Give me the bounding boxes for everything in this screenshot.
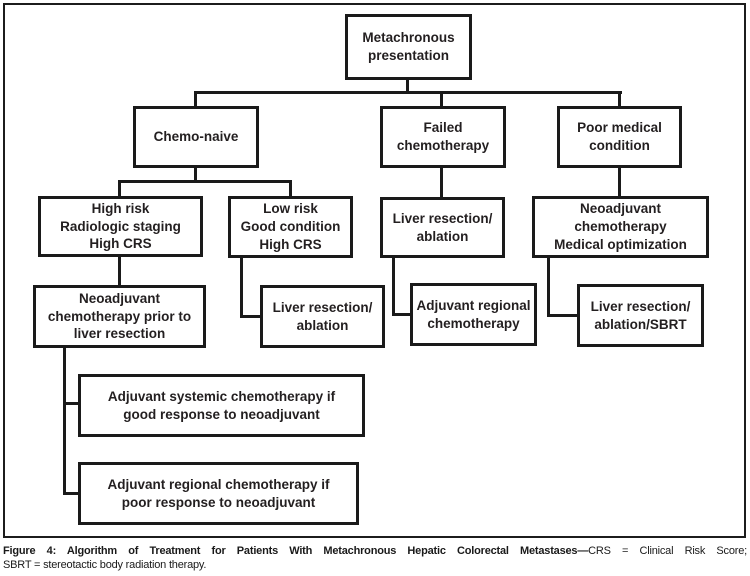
node-liver-resection-ablation-sbrt: Liver resection/ ablation/SBRT <box>577 284 704 347</box>
connector-root-drop <box>406 80 409 94</box>
figure-caption: Figure 4: Algorithm of Treatment for Pat… <box>0 544 750 573</box>
caption-line1-regular: CRS = Clinical Risk Score; <box>588 545 747 557</box>
figure-outer-border <box>3 3 746 538</box>
node-adjuvant-regional-chemotherapy: Adjuvant regional chemotherapy <box>410 283 537 346</box>
caption-line1: Figure 4: Algorithm of Treatment for Pat… <box>3 544 747 558</box>
connector-poor-to-neoadj <box>618 168 621 196</box>
connector-highrisk-to-neoadj-prior <box>118 257 121 285</box>
connector-lowrisk-elbow-h <box>240 315 260 318</box>
node-metachronous-presentation: Metachronous presentation <box>345 14 472 80</box>
node-liver-resection-ablation-failed-branch: Liver resection/ ablation <box>380 197 505 258</box>
node-adjuvant-systemic-good-response: Adjuvant systemic chemotherapy if good r… <box>78 374 365 437</box>
node-chemo-naive: Chemo-naive <box>133 106 259 168</box>
connector-branch-adj-regional <box>63 492 78 495</box>
connector-chemo-naive-drop <box>194 168 197 183</box>
connector-neoadj-elbow-v <box>547 258 550 317</box>
connector-to-poor-medical <box>618 91 621 106</box>
connector-lowrisk-elbow-v <box>240 258 243 318</box>
node-high-risk: High risk Radiologic staging High CRS <box>38 196 203 257</box>
connector-to-high-risk <box>118 180 121 196</box>
caption-line2: SBRT = stereotactic body radiation thera… <box>3 559 207 572</box>
connector-level2-hline <box>118 180 292 183</box>
node-neoadjuvant-prior-liver-resection: Neoadjuvant chemotherapy prior to liver … <box>33 285 206 348</box>
connector-neoadj-prior-trunk <box>63 348 66 495</box>
connector-liver-elbow-v <box>392 258 395 316</box>
connector-neoadj-elbow-h <box>547 314 577 317</box>
connector-level1-hline <box>194 91 622 94</box>
node-failed-chemotherapy: Failed chemotherapy <box>380 106 506 168</box>
connector-liver-elbow-h <box>392 313 410 316</box>
node-poor-medical-condition: Poor medical condition <box>557 106 682 168</box>
node-low-risk: Low risk Good condition High CRS <box>228 196 353 258</box>
connector-failed-to-liver <box>440 168 443 197</box>
connector-branch-adj-systemic <box>63 402 78 405</box>
connector-to-chemo-naive <box>194 91 197 106</box>
caption-bold-title: Figure 4: Algorithm of Treatment for Pat… <box>3 545 589 557</box>
node-neoadjuvant-medical-optimization: Neoadjuvant chemotherapy Medical optimiz… <box>532 196 709 258</box>
connector-to-low-risk <box>289 180 292 196</box>
node-adjuvant-regional-poor-response: Adjuvant regional chemotherapy if poor r… <box>78 462 359 525</box>
connector-to-failed-chemo <box>440 91 443 106</box>
node-liver-resection-ablation-lowrisk-branch: Liver resection/ ablation <box>260 285 385 348</box>
